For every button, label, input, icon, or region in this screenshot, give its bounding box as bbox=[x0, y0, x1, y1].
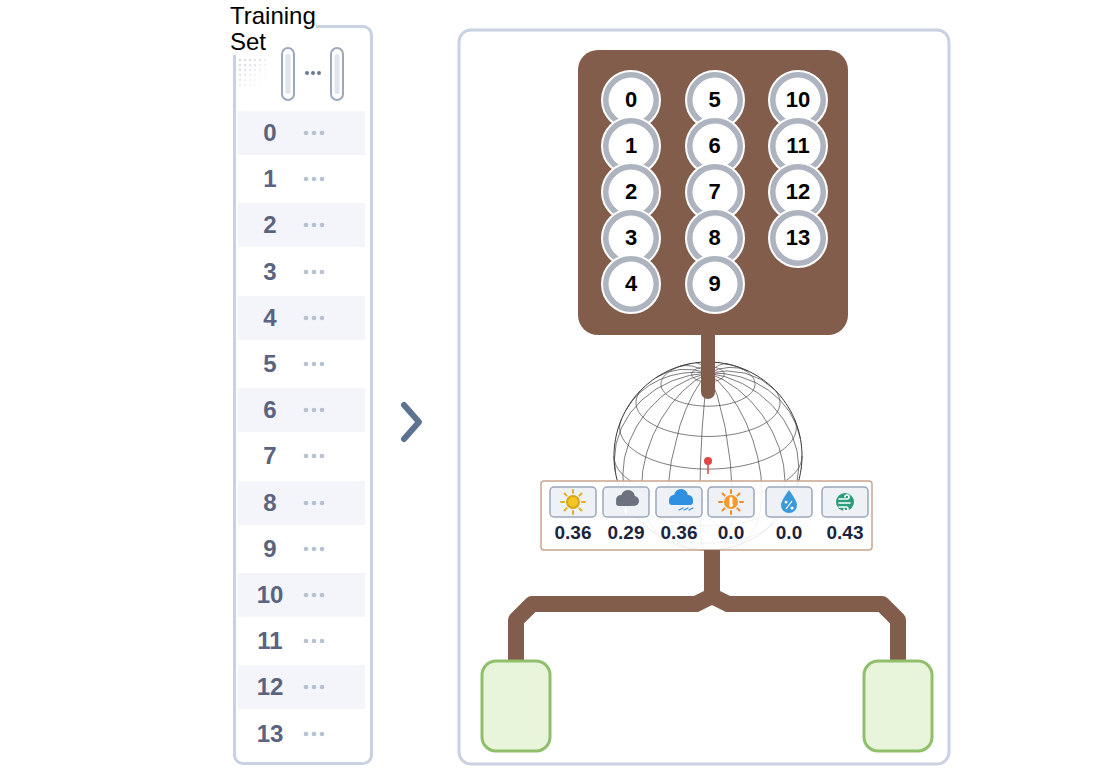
rain-cloud-icon bbox=[616, 490, 639, 514]
row-dots bbox=[302, 220, 332, 230]
row-dots bbox=[302, 451, 332, 461]
row-index: 12 bbox=[238, 673, 302, 701]
sample-row: 2 bbox=[238, 203, 365, 247]
row-index: 6 bbox=[238, 396, 302, 424]
humidity-icon bbox=[781, 490, 797, 513]
column-icons bbox=[282, 48, 343, 100]
sample-row: 5 bbox=[238, 342, 365, 386]
stem bbox=[701, 330, 715, 392]
row-index: 0 bbox=[238, 119, 302, 147]
feature-value: 0.36 bbox=[545, 522, 601, 544]
row-index: 1 bbox=[238, 165, 302, 193]
row-dots bbox=[302, 174, 332, 184]
feature-value: 0.43 bbox=[817, 522, 873, 544]
feature-value: 0.36 bbox=[651, 522, 707, 544]
halftone-decoration bbox=[239, 59, 266, 86]
row-dots bbox=[302, 128, 332, 138]
row-dots bbox=[302, 267, 332, 277]
circle-number: 5 bbox=[708, 87, 720, 113]
feature-bar bbox=[541, 481, 872, 550]
wind-cloud-icon bbox=[669, 489, 693, 510]
feature-value: 0.0 bbox=[703, 522, 759, 544]
row-dots bbox=[302, 636, 332, 646]
row-dots bbox=[302, 405, 332, 415]
title-wrap: Training Set bbox=[230, 3, 338, 55]
row-index: 2 bbox=[238, 211, 302, 239]
row-index: 10 bbox=[238, 581, 302, 609]
sample-row: 9 bbox=[238, 527, 365, 571]
sample-row: 6 bbox=[238, 388, 365, 432]
branch-connector bbox=[516, 550, 898, 662]
feature-icon-boxes bbox=[550, 487, 868, 517]
row-index: 11 bbox=[238, 627, 302, 655]
leaf-node bbox=[864, 661, 932, 751]
circle-number: 11 bbox=[786, 133, 809, 159]
row-index: 4 bbox=[238, 304, 302, 332]
sample-row: 11 bbox=[238, 619, 365, 663]
circle-number: 9 bbox=[708, 271, 720, 297]
chevron-arrow bbox=[404, 405, 419, 439]
sample-circle: 4 bbox=[601, 254, 661, 314]
row-dots bbox=[302, 359, 332, 369]
panel-title: Training Set bbox=[230, 2, 316, 55]
right-panel bbox=[459, 30, 949, 764]
circle-number: 10 bbox=[786, 87, 810, 113]
row-dots bbox=[302, 682, 332, 692]
row-index: 5 bbox=[238, 350, 302, 378]
circle-number: 6 bbox=[708, 133, 720, 159]
sample-row: 12 bbox=[238, 665, 365, 709]
sample-row: 10 bbox=[238, 573, 365, 617]
row-index: 7 bbox=[238, 442, 302, 470]
circle-number: 13 bbox=[786, 225, 810, 251]
row-dots bbox=[302, 313, 332, 323]
row-index: 8 bbox=[238, 489, 302, 517]
row-index: 13 bbox=[238, 720, 302, 748]
sample-row: 1 bbox=[238, 157, 365, 201]
sample-circle: 13 bbox=[768, 208, 828, 268]
sample-row: 0 bbox=[238, 111, 365, 155]
bag-box bbox=[578, 50, 848, 335]
circle-number: 0 bbox=[625, 87, 637, 113]
leaf-node bbox=[482, 661, 550, 751]
circle-number: 3 bbox=[625, 225, 637, 251]
row-dots bbox=[302, 498, 332, 508]
row-dots bbox=[302, 729, 332, 739]
feature-value: 0.0 bbox=[761, 522, 817, 544]
sample-row: 13 bbox=[238, 712, 365, 756]
sample-circle: 9 bbox=[685, 254, 745, 314]
row-dots bbox=[302, 590, 332, 600]
circle-number: 8 bbox=[708, 225, 720, 251]
wind-icon bbox=[836, 493, 854, 511]
circle-number: 2 bbox=[625, 179, 637, 205]
row-dots bbox=[302, 544, 332, 554]
temperature-icon bbox=[719, 490, 743, 514]
circle-number: 12 bbox=[786, 179, 810, 205]
row-index: 9 bbox=[238, 535, 302, 563]
sample-row: 4 bbox=[238, 296, 365, 340]
training-set-panel: Training Set012345678910111213 bbox=[233, 25, 373, 765]
sun-icon bbox=[561, 490, 585, 514]
circle-number: 4 bbox=[625, 271, 637, 297]
globe-pin bbox=[704, 457, 712, 474]
circle-number: 7 bbox=[708, 179, 720, 205]
feature-value: 0.29 bbox=[598, 522, 654, 544]
sample-row: 8 bbox=[238, 481, 365, 525]
row-index: 3 bbox=[238, 258, 302, 286]
sample-row: 7 bbox=[238, 434, 365, 478]
sample-row: 3 bbox=[238, 250, 365, 294]
circle-number: 1 bbox=[625, 133, 637, 159]
